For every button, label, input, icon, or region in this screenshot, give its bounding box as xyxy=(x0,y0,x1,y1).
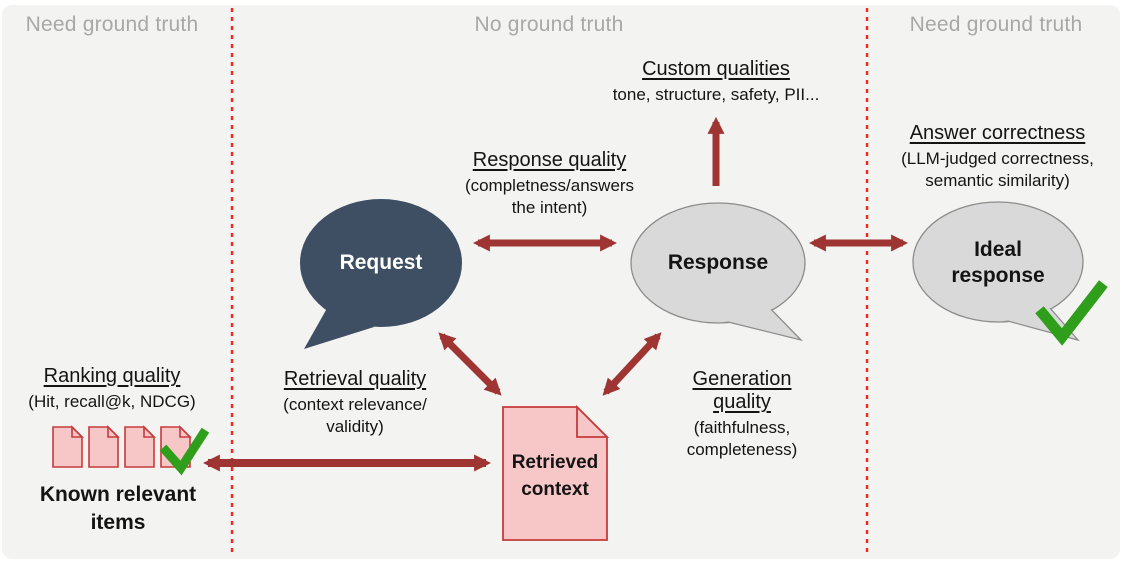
response-bubble-label: Response xyxy=(667,251,769,274)
ideal-response-checkmark-icon xyxy=(1035,280,1108,346)
generation-quality-subtitle: (faithfulness, completeness) xyxy=(686,418,798,460)
retrieval-quality-subtitle: (context relevance/ validity) xyxy=(283,395,427,437)
known-items-checkmark-icon xyxy=(159,427,210,476)
arrow-response-retrieved-context xyxy=(602,332,662,396)
custom-qualities-subtitle: tone, structure, safety, PII... xyxy=(612,85,820,104)
response-quality-subtitle: (completness/answers the intent) xyxy=(464,176,635,218)
custom-qualities-label: Custom qualities tone, structure, safety… xyxy=(586,58,846,106)
custom-qualities-title: Custom qualities xyxy=(642,58,790,80)
retrieved-context-label: Retrieved context xyxy=(511,452,599,500)
generation-quality-label: Generation quality (faithfulness, comple… xyxy=(662,368,822,462)
document-icon xyxy=(88,425,120,468)
answer-correctness-subtitle: (LLM-judged correctness, semantic simila… xyxy=(901,149,1094,191)
section-header-no-ground-truth: No ground truth xyxy=(474,13,624,36)
retrieval-quality-label: Retrieval quality (context relevance/ va… xyxy=(260,368,450,439)
answer-correctness-title: Answer correctness xyxy=(909,122,1086,144)
response-quality-label: Response quality (completness/answers th… xyxy=(457,149,642,220)
document-icon xyxy=(52,425,84,468)
response-bubble-icon xyxy=(630,202,806,342)
arrow-request-retrieved-context xyxy=(438,332,502,396)
retrieved-context-document-icon xyxy=(502,404,610,541)
ranking-quality-subtitle: (Hit, recall@k, NDCG) xyxy=(28,392,196,411)
section-header-need-ground-truth-right: Need ground truth xyxy=(909,13,1083,36)
known-relevant-items-label: Known relevant items xyxy=(39,483,197,535)
ideal-response-bubble-icon xyxy=(912,201,1084,342)
section-header-need-ground-truth-left: Need ground truth xyxy=(25,13,199,36)
generation-quality-title: Generation quality xyxy=(692,368,792,413)
answer-correctness-label: Answer correctness (LLM-judged correctne… xyxy=(890,122,1105,193)
request-bubble-label: Request xyxy=(339,251,423,274)
ideal-response-bubble-label: Ideal response xyxy=(951,238,1045,288)
ranking-quality-label: Ranking quality (Hit, recall@k, NDCG) xyxy=(12,365,212,413)
document-icon xyxy=(124,425,156,468)
retrieval-quality-title: Retrieval quality xyxy=(283,368,427,390)
request-bubble-icon xyxy=(300,199,462,349)
ranking-quality-title: Ranking quality xyxy=(43,365,181,387)
response-quality-title: Response quality xyxy=(472,149,627,171)
